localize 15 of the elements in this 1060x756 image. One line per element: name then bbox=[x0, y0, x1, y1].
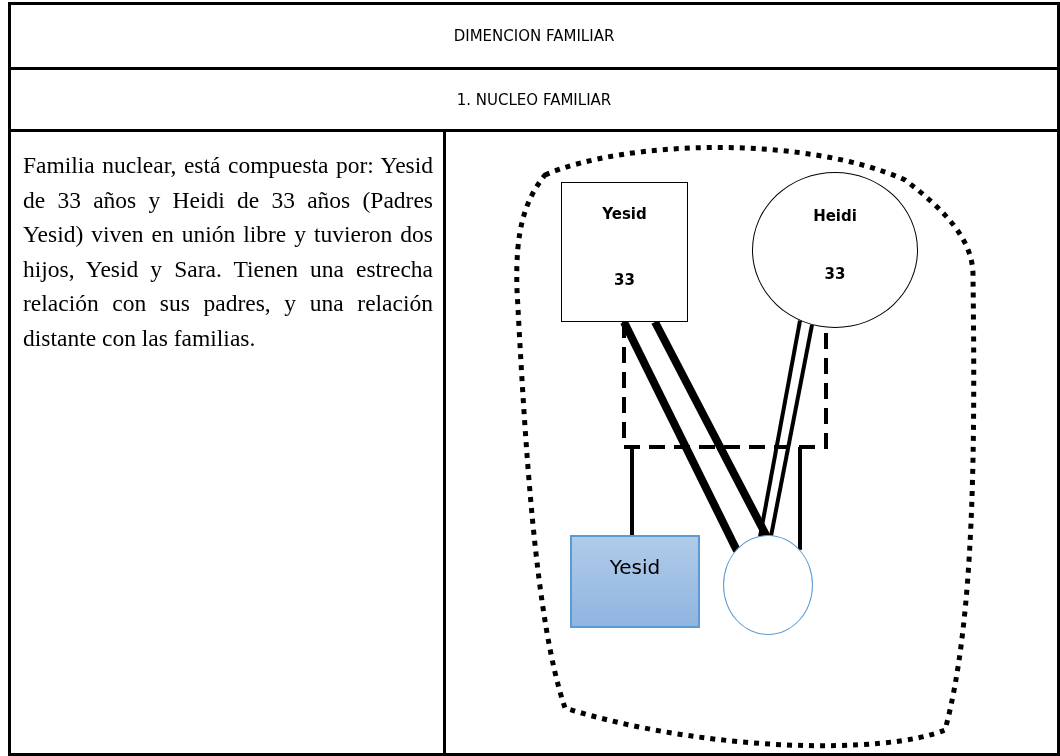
age-label: 33 bbox=[823, 265, 847, 283]
relationship-line bbox=[758, 320, 814, 538]
person-square bbox=[570, 535, 700, 628]
descent-line bbox=[798, 445, 802, 550]
text-cell bbox=[8, 129, 446, 756]
header-cell: 1. NUCLEO FAMILIAR bbox=[8, 67, 1060, 132]
union-line bbox=[622, 322, 828, 449]
description-paragraph: Familia nuclear, está compuesta por: Yesid de 33 años y Heidi de 33 años (Padres Yesid) viven en unión libre y tuvieron dos hijos, Yesid y Sara. Tienen una estrecha relación con sus padres, y una relación distante con las familias. bbox=[23, 151, 433, 353]
relationship-line bbox=[620, 320, 771, 553]
person-name: Yesid bbox=[608, 555, 662, 579]
person-name: Heidi bbox=[812, 207, 858, 225]
person-square bbox=[561, 182, 688, 322]
person-name: Yesid bbox=[601, 205, 648, 223]
header-cell: DIMENCION FAMILIAR bbox=[8, 2, 1060, 70]
age-label: 33 bbox=[613, 271, 636, 289]
